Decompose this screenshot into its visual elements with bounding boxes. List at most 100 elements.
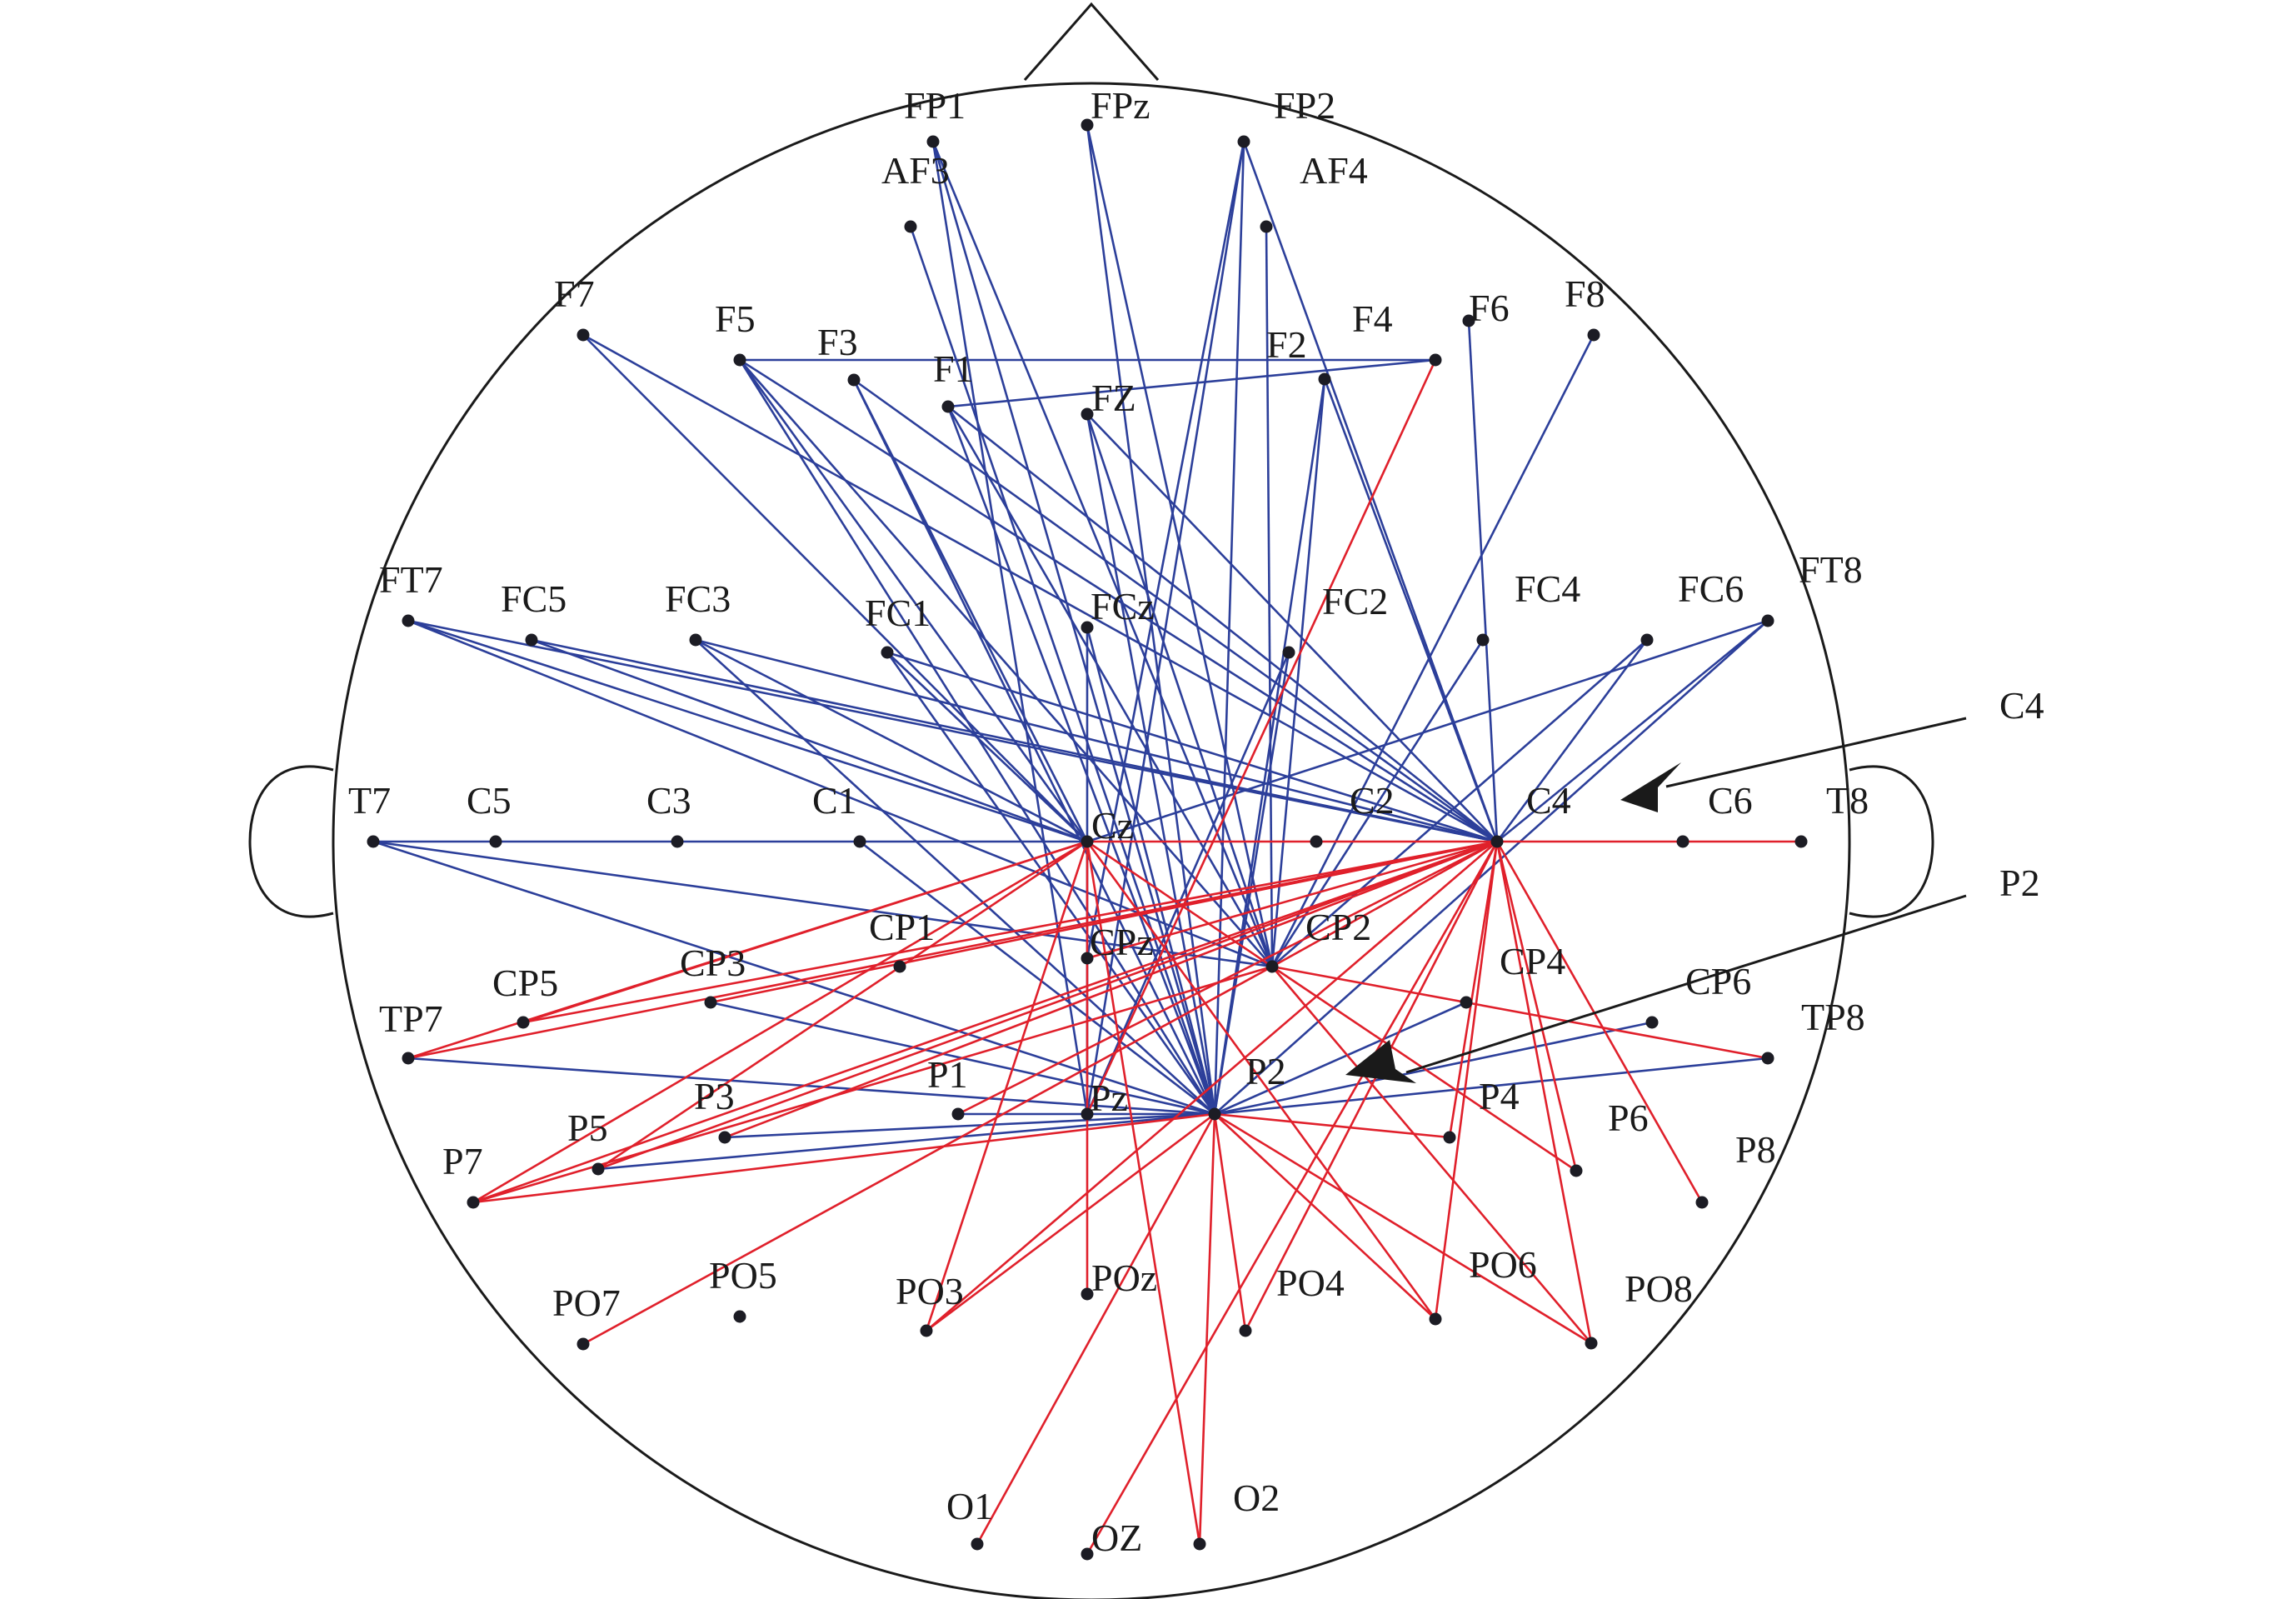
blue-link-f5-cp2 [739, 359, 1273, 967]
electrode-dot-cp4 [1460, 996, 1473, 1009]
blue-link-fc6-c4 [1495, 639, 1649, 842]
electrode-dot-cz [1081, 835, 1094, 848]
electrode-dot-f2 [1318, 372, 1331, 386]
blue-link-f3-c4 [853, 378, 1498, 843]
electrode-label-c1: C1 [812, 779, 857, 822]
electrode-dot-fc3 [689, 633, 702, 647]
head-outline [248, 2, 1934, 1599]
electrode-label-c4: C4 [1526, 779, 1571, 822]
electrode-label-cpz: CPz [1090, 921, 1154, 963]
electrode-label-fc3: FC3 [665, 577, 731, 620]
head-circle [332, 82, 1851, 1599]
electrode-dot-f4 [1429, 353, 1442, 367]
callout-c4: C4 [1620, 684, 2044, 812]
electrode-dot-po6 [1429, 1312, 1442, 1326]
electrode-label-f3: F3 [817, 321, 858, 363]
callout-c4-line [1665, 717, 1967, 788]
blue-link-fc4-cp2 [1270, 639, 1485, 967]
electrode-dot-po8 [1585, 1337, 1598, 1350]
blue-link-cp4-p2 [1214, 1001, 1467, 1116]
red-link-c4-po4 [1244, 841, 1499, 1332]
red-link-f4-pz [1086, 359, 1437, 1115]
blue-link-fcz-p2 [1086, 627, 1216, 1115]
red-link-p2-o1 [976, 1113, 1216, 1545]
electrode-label-c6: C6 [1708, 779, 1753, 822]
electrode-label-oz: OZ [1091, 1517, 1142, 1559]
electrode-dot-ft8 [1761, 614, 1774, 627]
electrode-label-t7: T7 [348, 779, 391, 822]
blue-link-ft8-cz [1086, 619, 1769, 843]
electrode-dot-tp7 [402, 1052, 415, 1065]
blue-link-fc1-p2 [886, 652, 1216, 1115]
electrode-label-f2: F2 [1266, 323, 1307, 366]
electrode-dot-p5 [591, 1162, 605, 1176]
red-link-cz-p7 [472, 840, 1088, 1204]
electrode-label-o1: O1 [946, 1485, 993, 1527]
electrode-label-cp1: CP1 [869, 906, 935, 948]
electrode-label-fp2: FP2 [1274, 84, 1335, 127]
left-ear [248, 765, 334, 918]
red-link-c4-oz [1086, 841, 1499, 1555]
red-link-c4-p7 [472, 840, 1498, 1204]
electrode-label-p4: P4 [1479, 1075, 1520, 1117]
red-link-cz-po6 [1086, 841, 1437, 1320]
electrode-dot-c1 [853, 835, 866, 848]
blue-link-f5-c4 [739, 358, 1498, 843]
red-link-cz-p5 [597, 840, 1088, 1171]
blue-link-fc5-cz [531, 638, 1088, 843]
electrode-dot-p6 [1570, 1164, 1583, 1177]
electrode-label-f1: F1 [933, 347, 974, 390]
blue-link-f2-c4 [1323, 378, 1499, 842]
electrode-dot-cp1 [893, 960, 906, 973]
blue-link-fc3-c4 [695, 638, 1498, 843]
electrode-label-f7: F7 [554, 272, 595, 315]
blue-link-f2-cp2 [1270, 378, 1326, 967]
red-link-cp2-tp8 [1271, 965, 1769, 1060]
electrode-dot-ft7 [402, 614, 415, 627]
electrode-label-af4: AF4 [1300, 149, 1368, 192]
electrode-dot-p1 [951, 1107, 965, 1121]
electrode-dot-p8 [1695, 1196, 1709, 1209]
electrode-dot-po4 [1239, 1324, 1252, 1337]
electrode-dot-c6 [1676, 835, 1690, 848]
blue-link-fc5-c4 [531, 638, 1498, 843]
electrode-dot-fc1 [881, 646, 894, 659]
electrode-label-f8: F8 [1565, 272, 1605, 315]
electrode-dot-cp6 [1645, 1016, 1659, 1029]
electrode-dot-o1 [971, 1537, 984, 1551]
blue-link-fp2-cpz [1086, 141, 1245, 959]
electrode-label-cp4: CP4 [1500, 940, 1565, 982]
red-link-p2-po3 [926, 1112, 1215, 1332]
electrode-label-cz: Cz [1091, 804, 1134, 847]
red-link-p2-p4 [1214, 1112, 1450, 1139]
red-link-c4-cpz [1086, 840, 1498, 960]
electrode-dot-cp5 [517, 1016, 530, 1029]
electrode-dot-af4 [1260, 220, 1273, 233]
electrode-label-fc1: FC1 [865, 592, 931, 634]
red-link-c4-p3 [724, 840, 1498, 1139]
blue-link-fp1-cp2 [931, 141, 1274, 967]
red-link-c4-p1 [957, 840, 1498, 1116]
electrode-label-po6: PO6 [1469, 1243, 1537, 1286]
red-link-c4-po8 [1495, 841, 1593, 1344]
electrode-label-f4: F4 [1352, 297, 1393, 340]
electrode-dot-fcz [1081, 621, 1094, 634]
blue-link-fz-p2 [1086, 413, 1216, 1115]
red-link-p2-po6 [1214, 1113, 1436, 1320]
red-link-cp2-p6 [1271, 965, 1577, 1172]
electrode-label-po3: PO3 [896, 1270, 964, 1312]
blue-link-t7-p2 [372, 840, 1215, 1116]
electrode-label-po7: PO7 [552, 1282, 621, 1324]
red-link-p2-po8 [1214, 1112, 1592, 1345]
electrode-dot-p2 [1208, 1107, 1221, 1121]
electrode-label-f5: F5 [715, 297, 756, 340]
electrode-dot-c2 [1310, 835, 1323, 848]
electrode-label-p1: P1 [927, 1053, 968, 1096]
red-link-c4-p5 [597, 840, 1498, 1171]
electrode-label-ft7: FT7 [379, 558, 443, 601]
red-link-c4-p8 [1495, 841, 1704, 1203]
blue-link-fc2-p2 [1213, 652, 1290, 1115]
electrode-dot-oz [1081, 1547, 1094, 1561]
electrode-dot-fc6 [1640, 633, 1654, 647]
